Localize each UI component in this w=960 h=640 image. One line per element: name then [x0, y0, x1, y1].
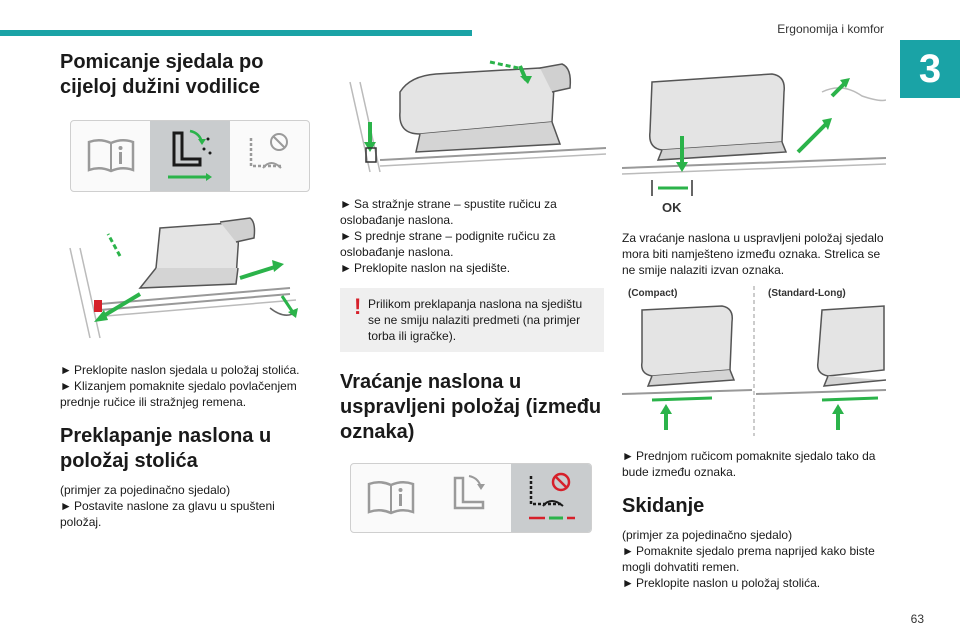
- step-item: ►Sa stražnje strane – spustite ručicu za…: [340, 197, 557, 227]
- heading-removal: Skidanje: [622, 495, 705, 517]
- step-item: ►Preklopite naslon u položaj stolića.: [622, 576, 821, 590]
- illustration-fold-backrest: [340, 52, 606, 182]
- intro-text: Za vraćanje naslona u uspravljeni položa…: [622, 231, 884, 277]
- step-item: ►Preklopite naslon na sjedište.: [340, 261, 511, 275]
- illustration-marker-ok: OK: [622, 52, 886, 220]
- book-icon: [71, 121, 150, 191]
- no-objects-icon: [511, 464, 591, 532]
- warning-icon: !: [354, 294, 362, 319]
- heading-slide-seat: Pomicanje sjedala po cijeloj dužini vodi…: [60, 51, 264, 98]
- warning-text: Prilikom preklapanja naslona na sjedištu…: [368, 297, 583, 343]
- column-right: OK Za vraćanje naslona u uspravljeni pol…: [622, 50, 886, 591]
- heading-restore-backrest: Vraćanje naslona u uspravljeni položaj (…: [340, 371, 602, 443]
- illustration-seat-slide: [60, 208, 318, 348]
- icon-strip-1: [70, 120, 310, 192]
- ok-label: OK: [662, 200, 682, 215]
- steps-slide: ►Preklopite naslon sjedala u položaj sto…: [60, 362, 318, 410]
- label-standard-long: (Standard-Long): [768, 288, 846, 299]
- column-left: Pomicanje sjedala po cijeloj dužini vodi…: [60, 50, 318, 530]
- book-icon: [351, 464, 431, 532]
- label-compact: (Compact): [628, 288, 678, 299]
- step-item: ►Preklopite naslon sjedala u položaj sto…: [60, 363, 300, 377]
- step-item: ►Prednjom ručicom pomaknite sjedalo tako…: [622, 449, 876, 479]
- icon-strip-2: [350, 463, 592, 533]
- heading-fold-table: Preklapanje naslona u položaj stolića: [60, 425, 272, 472]
- steps-adjust: ►Prednjom ručicom pomaknite sjedalo tako…: [622, 448, 886, 480]
- seat-icon: [431, 464, 511, 532]
- page-number: 63: [910, 612, 924, 626]
- chapter-tab: 3: [900, 40, 960, 98]
- section-title: Ergonomija i komfor: [777, 22, 884, 36]
- warning-box: ! Prilikom preklapanja naslona na sjediš…: [340, 288, 604, 352]
- section-note: (primjer za pojedinačno sjedalo): [60, 483, 231, 497]
- step-item: ►Pomaknite sjedalo prema naprijed kako b…: [622, 544, 875, 574]
- section-note: (primjer za pojedinačno sjedalo): [622, 528, 793, 542]
- step-item: ►S prednje strane – podignite ručicu za …: [340, 229, 556, 259]
- step-item: ►Postavite naslone za glavu u spušteni p…: [60, 499, 275, 529]
- illustration-variants: (Compact) (Standard-Long): [622, 286, 886, 436]
- column-middle: ►Sa stražnje strane – spustite ručicu za…: [340, 50, 606, 533]
- step-item: ►Klizanjem pomaknite sjedalo povlačenjem…: [60, 379, 297, 409]
- header-accent-bar: [0, 30, 472, 36]
- seat-slide-icon: [150, 121, 230, 191]
- no-objects-icon: [230, 121, 309, 191]
- steps-fold: ►Sa stražnje strane – spustite ručicu za…: [340, 196, 606, 276]
